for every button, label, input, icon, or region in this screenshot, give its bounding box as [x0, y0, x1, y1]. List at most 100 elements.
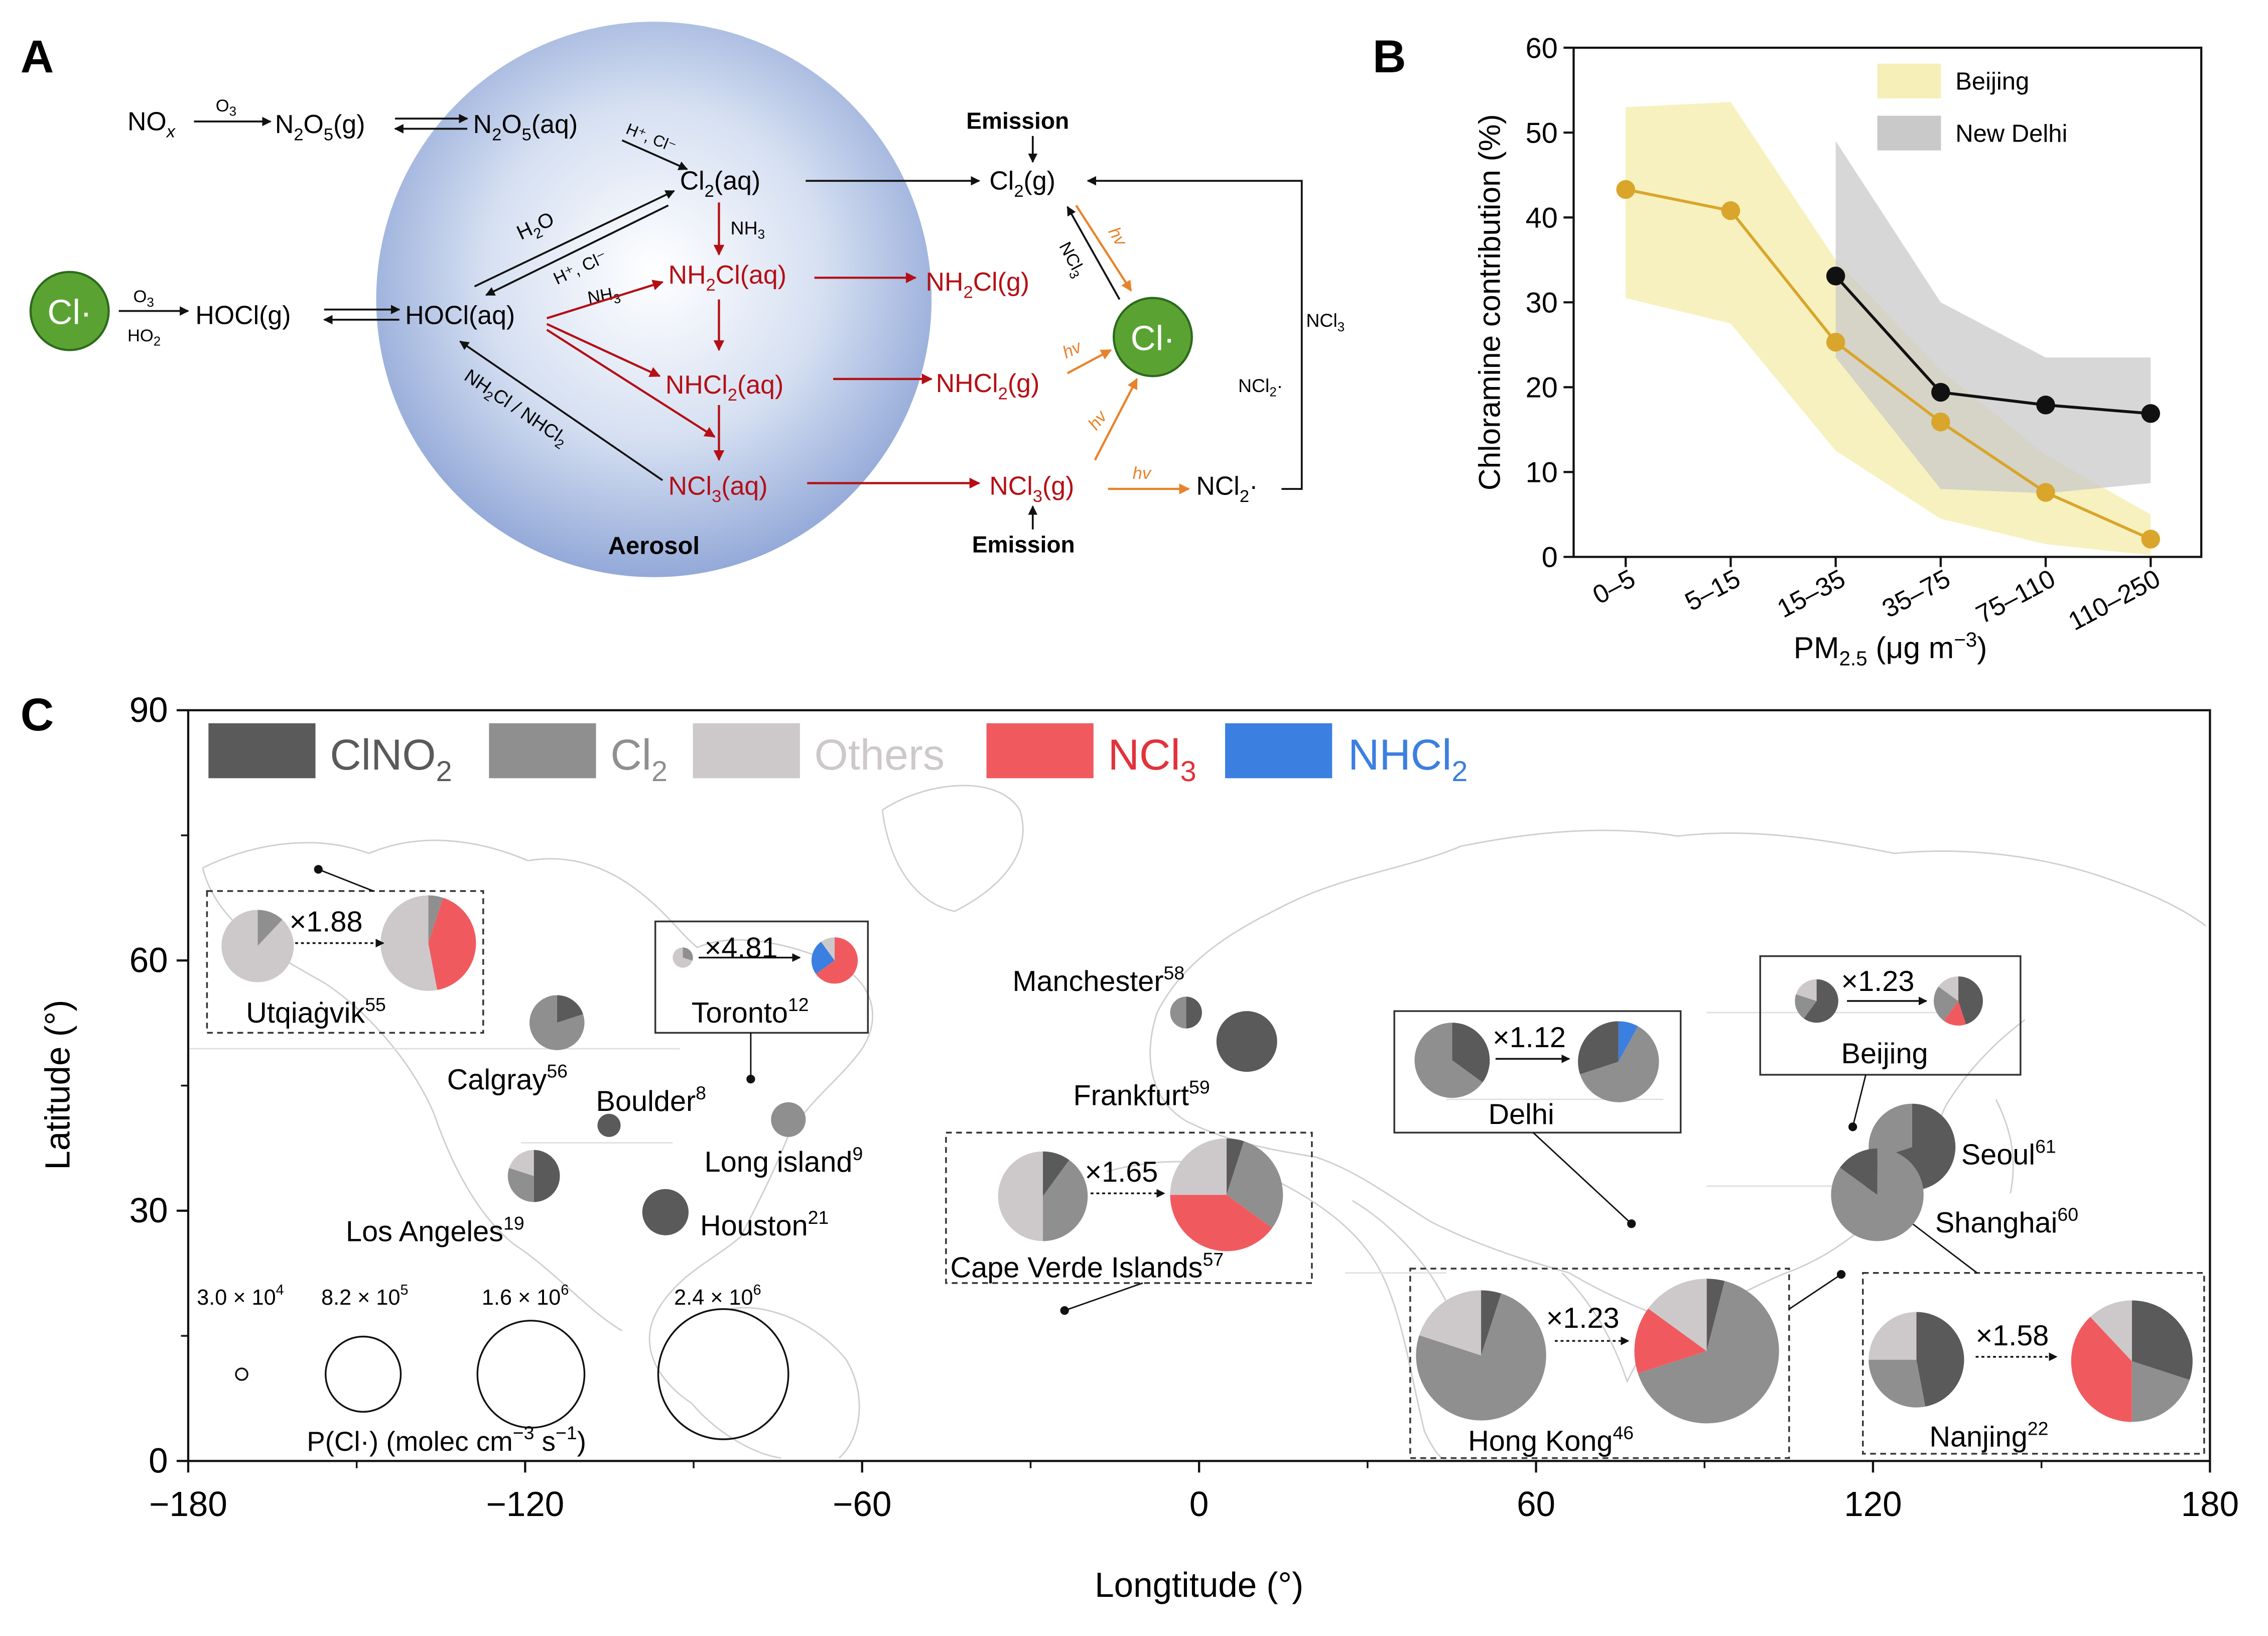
pie-utqiagvik-scaled-slice-0 [428, 895, 443, 943]
box-cape-verde [945, 1131, 1313, 1284]
pie-toronto-scaled-slice-0 [816, 937, 858, 984]
nh3-label: NH3 [731, 217, 765, 242]
hocl-gas-label: HOCl(g) [195, 300, 291, 329]
pie-nanjing-scaled [2071, 1300, 2193, 1422]
pie-boulder [597, 1113, 621, 1137]
site-nanjing: Nanjing22 [1929, 1418, 2048, 1453]
x-tick-label-4: 75–110 [1971, 564, 2060, 630]
nhcl2-gas-label: NHCl2(g) [936, 368, 1040, 403]
pie-beijing-scaled-slice-0 [1958, 976, 1983, 1025]
y-tick-label-4: 40 [1526, 202, 1558, 234]
y-tick-label-3: 30 [1526, 287, 1558, 319]
site-los-angeles: Los Angeles19 [346, 1212, 524, 1247]
map-y-tick-label-3: 90 [129, 690, 168, 729]
series-point-0-2 [1826, 332, 1845, 352]
series-point-1-4 [2036, 396, 2055, 415]
leader-delhi [1532, 1132, 1632, 1224]
pie-boulder-slice-0 [597, 1113, 621, 1137]
legend-swatch-beijing [1877, 63, 1941, 98]
n2o5-gas-label: N2O5(g) [275, 109, 365, 144]
aerosol-label: Aerosol [608, 533, 700, 560]
box-toronto [654, 920, 869, 1034]
ratio-arrows [295, 939, 2058, 1361]
pie-nanjing-base [1869, 1312, 1964, 1408]
chart-c-legend: ClNO2 Cl2 Others NCl3 NHCl2 [208, 723, 1468, 788]
site-seoul: Seoul61 [1961, 1136, 2056, 1171]
legend-swatch-ncl3 [986, 723, 1094, 779]
pie-cape-verde-base-slice-2 [998, 1151, 1043, 1241]
pie-beijing-base-slice-2 [1796, 979, 1817, 1001]
pie-los-angeles-slice-1 [507, 1168, 534, 1202]
y-tick-label-5: 50 [1526, 117, 1558, 149]
box-utqiagvik [206, 890, 484, 1034]
pie-frankfurt-slice-0 [1216, 1011, 1277, 1072]
site-beijing: Beijing [1841, 1038, 1928, 1070]
pie-hong-kong-scaled-slice-2 [1634, 1308, 1707, 1373]
chart-c-y-axis-title: Latitude (°) [38, 1000, 77, 1170]
nox-label: NOx [127, 106, 176, 141]
x-tick-label-1: 5–15 [1680, 564, 1745, 616]
pie-los-angeles-slice-0 [533, 1150, 560, 1202]
dot-toronto [746, 1074, 755, 1084]
pie-delhi-base-slice-0 [1452, 1023, 1490, 1083]
hv-ncl3-label: hv [1133, 464, 1152, 483]
pie-utqiagvik-scaled [380, 895, 476, 991]
pie-toronto-scaled-slice-1 [811, 942, 835, 974]
pie-hong-kong-base-slice-0 [1481, 1290, 1502, 1355]
nh2cl-aq-label: NH2Cl(aq) [669, 260, 786, 295]
pie-utqiagvik-base-slice-1 [221, 910, 294, 982]
hocl-aq-label: HOCl(aq) [405, 300, 515, 329]
pie-utqiagvik-base-slice-0 [257, 910, 283, 946]
band-1 [1835, 141, 2151, 493]
pie-shanghai-slice-1 [1840, 1148, 1878, 1195]
x-tick-label-5: 110–250 [2063, 564, 2165, 636]
legend-swatch-clno2 [208, 723, 316, 779]
pie-long-island-slice-0 [771, 1102, 806, 1137]
hocl-to-cl2-arrow [474, 190, 675, 288]
legend-label-new-delhi: New Delhi [1955, 120, 2067, 147]
pie-utqiagvik-scaled-slice-1 [428, 898, 476, 990]
n2o5-to-cl2-arrow [621, 139, 688, 170]
site-boulder: Boulder8 [596, 1082, 706, 1117]
pie-houston [642, 1189, 689, 1235]
pie-nanjing-scaled-slice-3 [2090, 1300, 2132, 1361]
pie-hong-kong-base-slice-2 [1419, 1290, 1482, 1355]
nhcl2-photolysis-arrow [1066, 349, 1112, 374]
n2o5-aq-label: N2O5(aq) [473, 109, 578, 144]
site-houston: Houston21 [700, 1207, 829, 1242]
pie-delhi-scaled-slice-1 [1580, 1026, 1659, 1102]
pie-hong-kong-scaled-slice-1 [1638, 1281, 1779, 1424]
ratio-beijing: ×1.23 [1841, 965, 1915, 997]
ratio-utqiagvik: ×1.88 [290, 906, 363, 938]
emission-bottom-label: Emission [972, 532, 1075, 558]
map-x-tick-label-6: 180 [2181, 1484, 2239, 1524]
pie-los-angeles-slice-2 [509, 1150, 534, 1176]
chart-b-y-axis-title: Chloramine contribution (%) [1473, 114, 1507, 490]
eurasia-outline [1149, 829, 2206, 1325]
pie-cape-verde-scaled [1170, 1138, 1283, 1251]
ho2-label: HO2 [127, 326, 161, 349]
site-hong-kong: Hong Kong46 [1468, 1422, 1634, 1457]
series-point-0-3 [1931, 412, 1950, 432]
pie-calgray [529, 995, 585, 1050]
map-x-tick-label-3: 0 [1189, 1484, 1209, 1524]
pie-cape-verde-scaled-slice-2 [1170, 1195, 1272, 1251]
pie-cape-verde-base-slice-1 [1042, 1160, 1088, 1241]
pie-toronto-scaled [811, 937, 858, 984]
ncl2-cycle-loop [1087, 176, 1303, 490]
pie-cape-verde-scaled-slice-1 [1226, 1141, 1283, 1228]
leader-beijing [1852, 1074, 1866, 1127]
pie-utqiagvik-scaled-slice-2 [380, 895, 438, 991]
ncl3-loop-label: NCl3 [1306, 310, 1345, 334]
dot-delhi [1627, 1219, 1636, 1228]
series-point-0-1 [1721, 201, 1741, 220]
size-legend-circle-4 [657, 1308, 789, 1440]
pie-beijing-scaled-slice-3 [1938, 976, 1958, 1001]
pie-hong-kong-scaled [1634, 1279, 1779, 1424]
pie-beijing-scaled [1933, 976, 1983, 1026]
pie-beijing-base-slice-0 [1804, 979, 1838, 1023]
hocl-to-nh2cl-arrow [546, 280, 664, 319]
pie-delhi-scaled [1578, 1021, 1659, 1102]
ratio-labels: ×1.88 ×4.81 ×1.65 ×1.12 ×1.23 ×1.23 ×1.5… [290, 906, 2049, 1352]
